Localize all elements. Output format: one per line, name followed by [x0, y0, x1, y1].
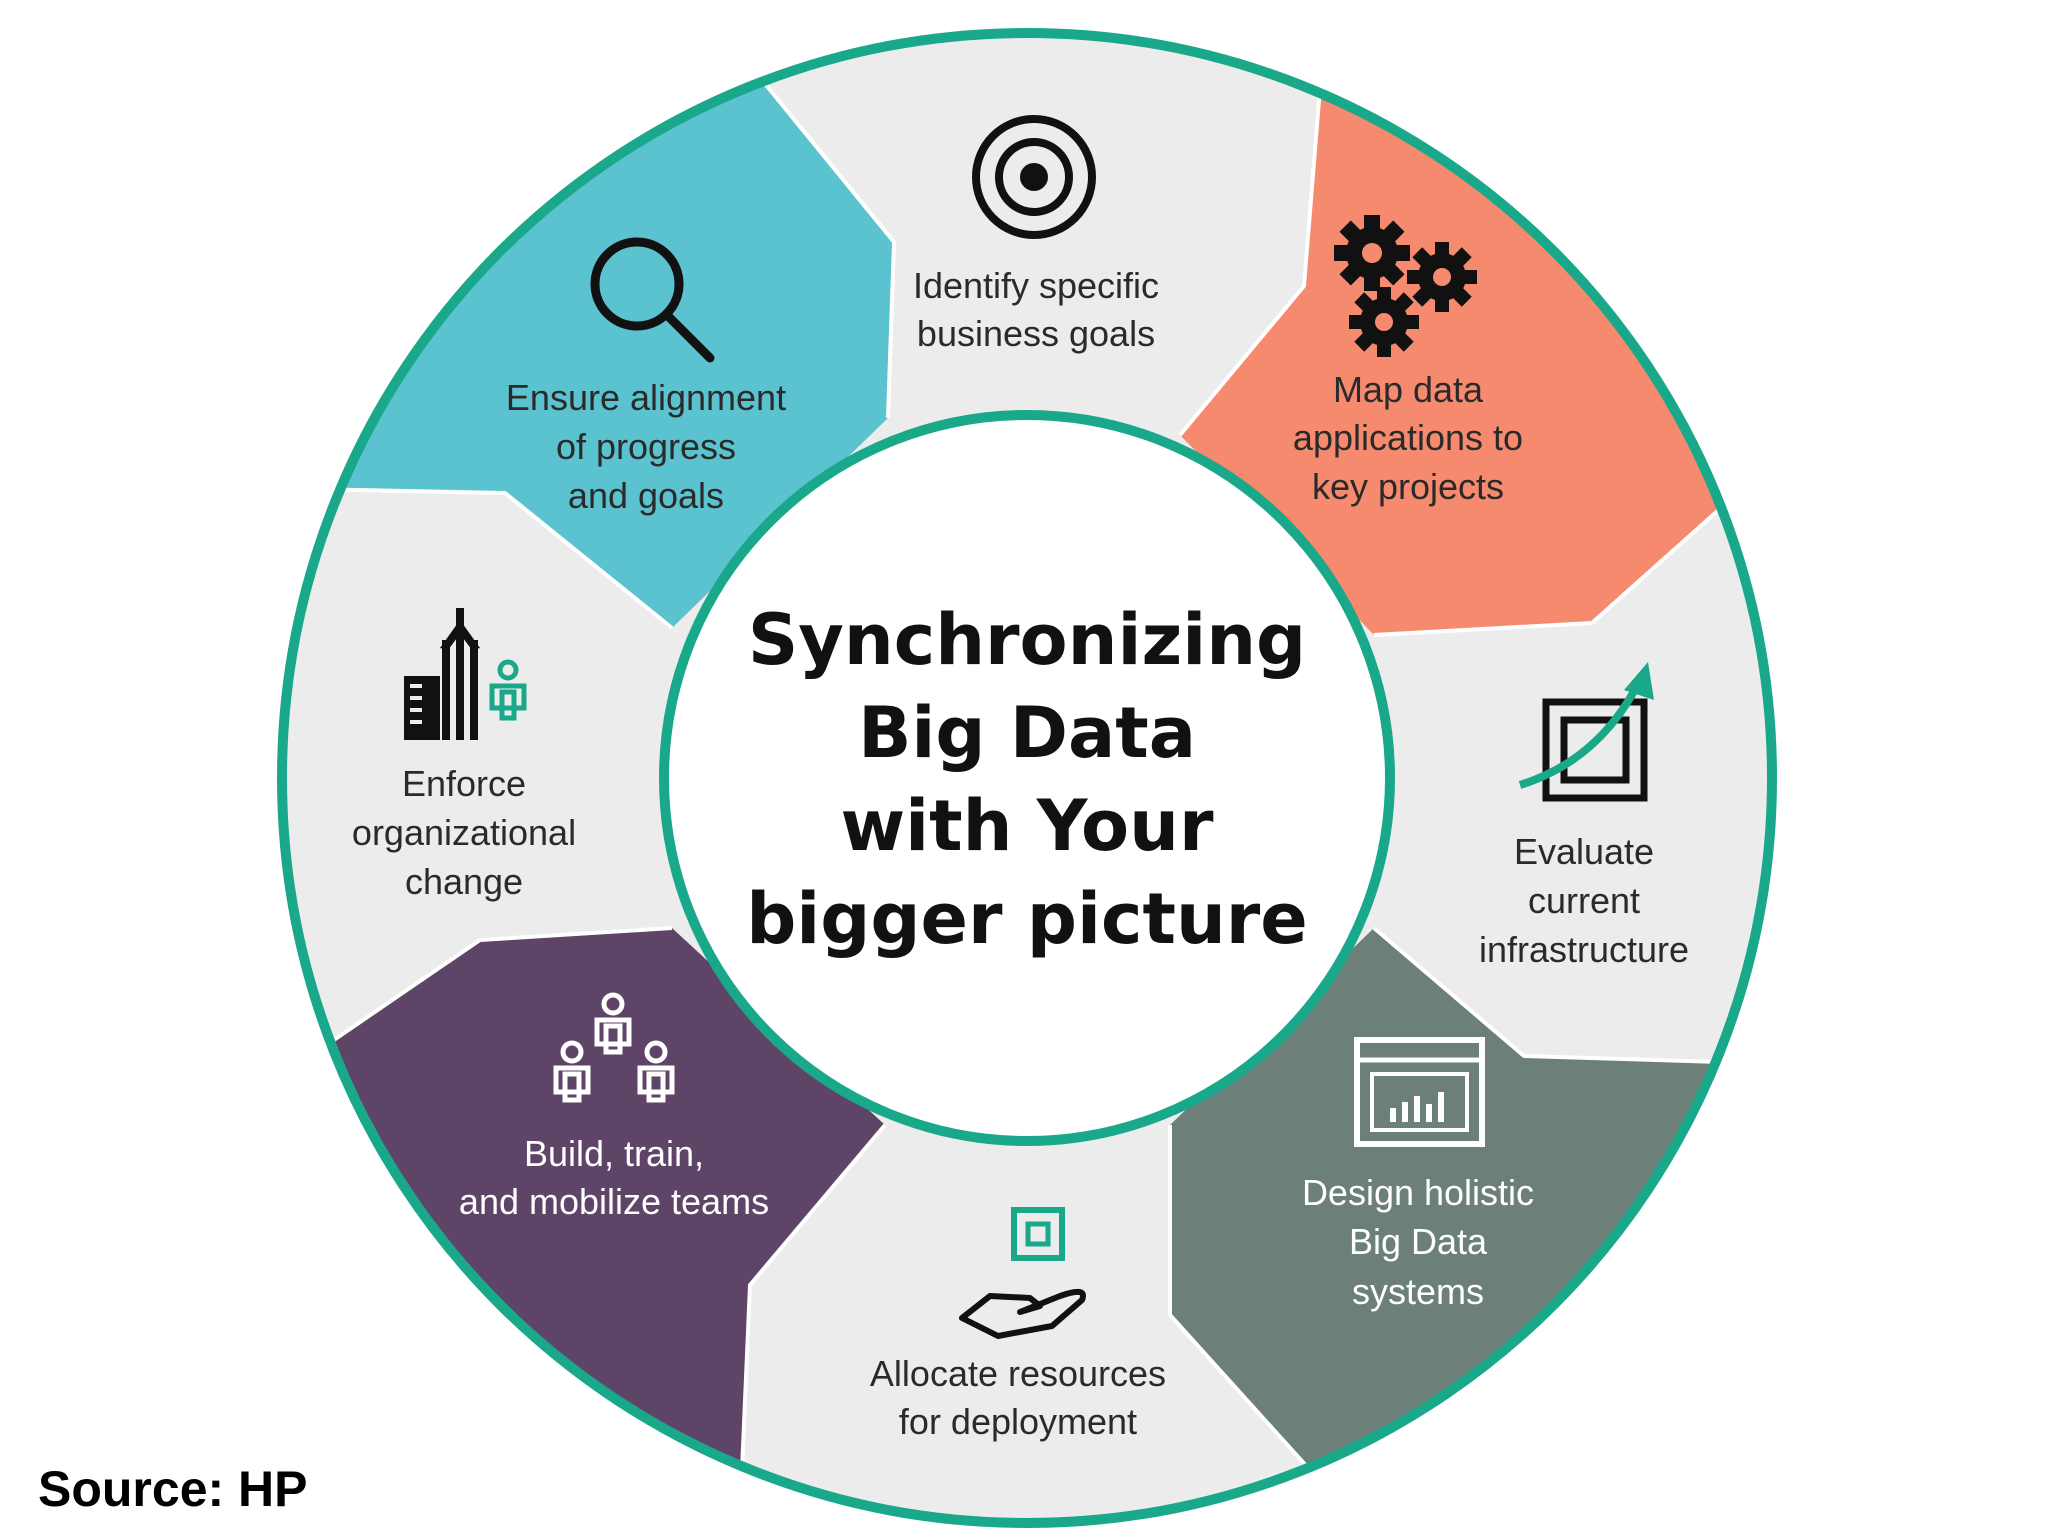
outer-ring — [277, 28, 1777, 1528]
growth-chart-icon — [1518, 662, 1654, 802]
label-allocate: Allocate resources for deployment — [870, 1353, 1166, 1442]
magnifier-icon — [590, 237, 715, 363]
label-enforce-line-1: Enforce — [402, 763, 526, 804]
label-goals-line-1: Identify specific — [913, 265, 1159, 306]
label-map-line-3: key projects — [1312, 466, 1504, 507]
label-map-line-2: applications to — [1293, 417, 1523, 458]
label-design-line-2: Big Data — [1349, 1221, 1488, 1262]
label-ensure-line-1: Ensure alignment — [506, 377, 786, 418]
center-title-line-3: with Your — [840, 785, 1214, 867]
label-evaluate-line-2: current — [1528, 880, 1640, 921]
label-ensure-line-3: and goals — [568, 475, 724, 516]
label-allocate-line-1: Allocate resources — [870, 1353, 1166, 1394]
center-circle — [659, 410, 1395, 1146]
label-build: Build, train, and mobilize teams — [459, 1133, 769, 1222]
label-design-line-3: systems — [1352, 1271, 1484, 1312]
label-build-line-2: and mobilize teams — [459, 1181, 769, 1222]
segment-goals — [762, 80, 1320, 435]
target-icon — [972, 115, 1096, 239]
label-allocate-line-2: for deployment — [899, 1401, 1137, 1442]
center-title-line-2: Big Data — [858, 692, 1196, 774]
label-evaluate-line-1: Evaluate — [1514, 831, 1654, 872]
label-build-line-1: Build, train, — [524, 1133, 704, 1174]
hand-resource-icon — [959, 1207, 1086, 1339]
label-goals-line-2: business goals — [917, 313, 1155, 354]
label-evaluate-line-3: infrastructure — [1479, 929, 1689, 970]
label-enforce-line-3: change — [405, 861, 523, 902]
dashboard-window-icon — [1354, 1037, 1485, 1147]
label-enforce: Enforce organizational change — [352, 763, 576, 902]
label-ensure: Ensure alignment of progress and goals — [506, 377, 786, 516]
segment-enforce — [282, 488, 672, 1070]
label-map: Map data applications to key projects — [1293, 369, 1523, 507]
center-title-line-1: Synchronizing — [748, 599, 1306, 681]
center-title-line-4: bigger picture — [746, 878, 1308, 960]
gears-icon — [1334, 215, 1477, 357]
label-evaluate: Evaluate current infrastructure — [1479, 831, 1689, 970]
label-enforce-line-2: organizational — [352, 812, 576, 853]
label-goals: Identify specific business goals — [913, 265, 1159, 354]
team-icon — [553, 992, 675, 1103]
label-map-line-1: Map data — [1333, 369, 1484, 410]
label-ensure-line-2: of progress — [556, 426, 736, 467]
segment-evaluate — [1374, 498, 1772, 1070]
building-person-icon — [404, 608, 527, 740]
label-design-line-1: Design holistic — [1302, 1172, 1534, 1213]
label-design: Design holistic Big Data systems — [1302, 1172, 1534, 1312]
source-credit: Source: HP — [38, 1461, 308, 1517]
segment-map — [1180, 88, 1740, 635]
